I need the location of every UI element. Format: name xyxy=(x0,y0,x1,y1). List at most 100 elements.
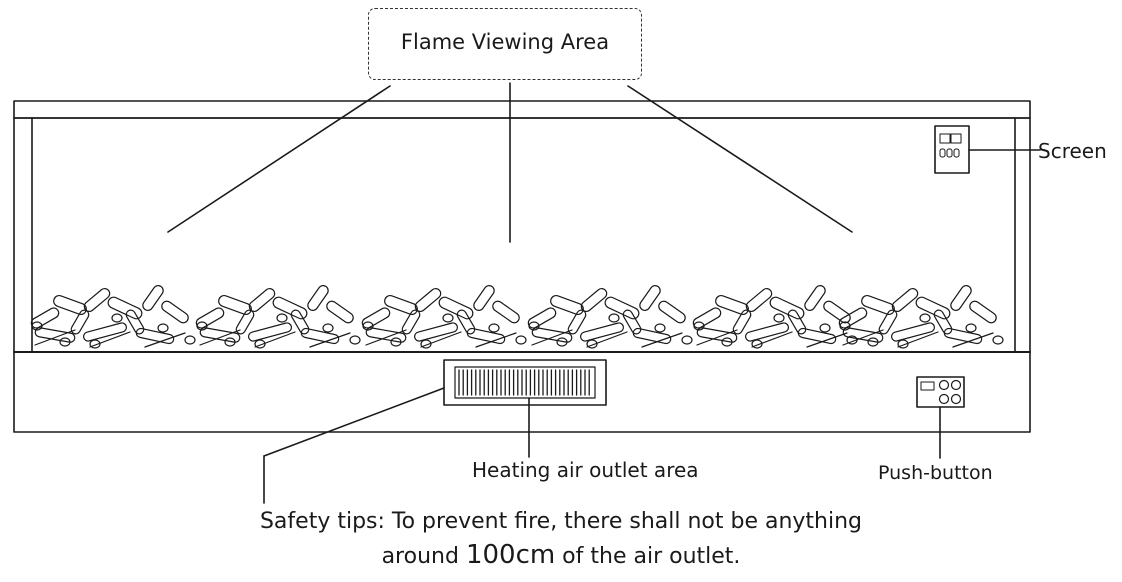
log-shape xyxy=(362,321,374,331)
log-shape xyxy=(365,329,407,346)
log-shape xyxy=(965,323,977,333)
log-shape xyxy=(531,327,573,343)
log-shape xyxy=(915,296,951,320)
log-shape xyxy=(527,307,557,329)
log-shape xyxy=(744,322,790,342)
log-shape xyxy=(492,300,520,324)
log-shape xyxy=(556,337,568,347)
log-bed-icon xyxy=(30,285,1004,349)
log-shape xyxy=(528,321,540,331)
log-shape xyxy=(641,332,683,348)
log-shape xyxy=(125,309,145,335)
log-shape xyxy=(797,327,837,345)
log-shape xyxy=(604,296,640,320)
log-shape xyxy=(751,339,763,349)
log-shape xyxy=(969,300,997,324)
log-shape xyxy=(82,322,128,342)
log-shape xyxy=(804,285,826,311)
log-shape xyxy=(891,287,919,313)
log-shape xyxy=(608,313,620,323)
log-shape xyxy=(401,309,421,335)
log-shape xyxy=(839,321,851,331)
flame-pointer-left xyxy=(167,85,391,233)
log-shape xyxy=(235,309,255,335)
log-shape xyxy=(654,323,666,333)
log-shape xyxy=(933,309,953,335)
log-shape xyxy=(199,327,241,343)
log-shape xyxy=(196,321,208,331)
log-shape xyxy=(254,339,266,349)
log-shape xyxy=(632,327,672,345)
log-shape xyxy=(59,337,71,347)
log-shape xyxy=(111,313,123,323)
screen-label: Screen xyxy=(1038,139,1107,163)
log-shape xyxy=(897,331,939,348)
log-shape xyxy=(681,335,693,345)
log-shape xyxy=(438,296,474,320)
log-shape xyxy=(806,332,848,348)
log-shape xyxy=(309,332,351,348)
log-shape xyxy=(349,335,361,345)
log-shape xyxy=(272,296,308,320)
log-shape xyxy=(466,327,506,345)
safety-distance-value: 100cm xyxy=(465,540,556,570)
safety-tips-line1: Safety tips: To prevent fire, there shal… xyxy=(259,509,863,534)
safety-tips-line2: around 100cm of the air outlet. xyxy=(0,540,1122,570)
log-shape xyxy=(184,335,196,345)
log-shape xyxy=(567,309,587,335)
log-shape xyxy=(639,285,661,311)
log-shape xyxy=(952,332,994,348)
log-shape xyxy=(322,323,334,333)
screen-panel-icon xyxy=(934,125,970,174)
log-shape xyxy=(721,337,733,347)
log-shape xyxy=(696,327,738,343)
log-shape xyxy=(254,331,296,348)
log-shape xyxy=(715,294,749,316)
log-shape xyxy=(326,300,354,324)
log-shape xyxy=(456,309,476,335)
safety-line2-before: around xyxy=(381,544,466,569)
log-shape xyxy=(819,323,831,333)
heating-air-outlet-label: Heating air outlet area xyxy=(472,458,699,482)
log-shape xyxy=(531,329,573,346)
log-shape xyxy=(745,287,773,313)
log-shape xyxy=(878,309,898,335)
air-outlet-grille-icon xyxy=(443,359,607,406)
log-shape xyxy=(53,294,87,316)
log-shape xyxy=(224,337,236,347)
log-shape xyxy=(696,329,738,346)
log-shape xyxy=(943,327,983,345)
log-shape xyxy=(867,337,879,347)
log-shape xyxy=(107,296,143,320)
log-shape xyxy=(290,309,310,335)
flame-viewing-area-label: Flame Viewing Area xyxy=(400,30,610,54)
log-shape xyxy=(919,313,931,323)
safety-pointer-diagonal xyxy=(263,387,445,457)
top-trim xyxy=(13,100,1031,119)
log-shape xyxy=(586,331,628,348)
flame-pointer-right xyxy=(627,85,853,233)
log-shape xyxy=(218,294,252,316)
safety-line2-after: of the air outlet. xyxy=(555,544,741,569)
log-shape xyxy=(199,329,241,346)
log-shape xyxy=(769,296,805,320)
log-shape xyxy=(992,335,1004,345)
log-shape xyxy=(34,329,76,346)
log-shape xyxy=(307,285,329,311)
log-shape xyxy=(157,323,169,333)
log-shape xyxy=(161,300,189,324)
log-shape xyxy=(751,331,793,348)
log-shape xyxy=(300,327,340,345)
log-shape xyxy=(135,327,175,345)
log-shape xyxy=(950,285,972,311)
log-shape xyxy=(842,327,884,343)
log-shape xyxy=(420,339,432,349)
log-shape xyxy=(414,287,442,313)
log-shape xyxy=(248,287,276,313)
log-shape xyxy=(890,322,936,342)
log-shape xyxy=(473,285,495,311)
log-shape xyxy=(550,294,584,316)
log-shape xyxy=(515,335,527,345)
log-shape xyxy=(247,322,293,342)
